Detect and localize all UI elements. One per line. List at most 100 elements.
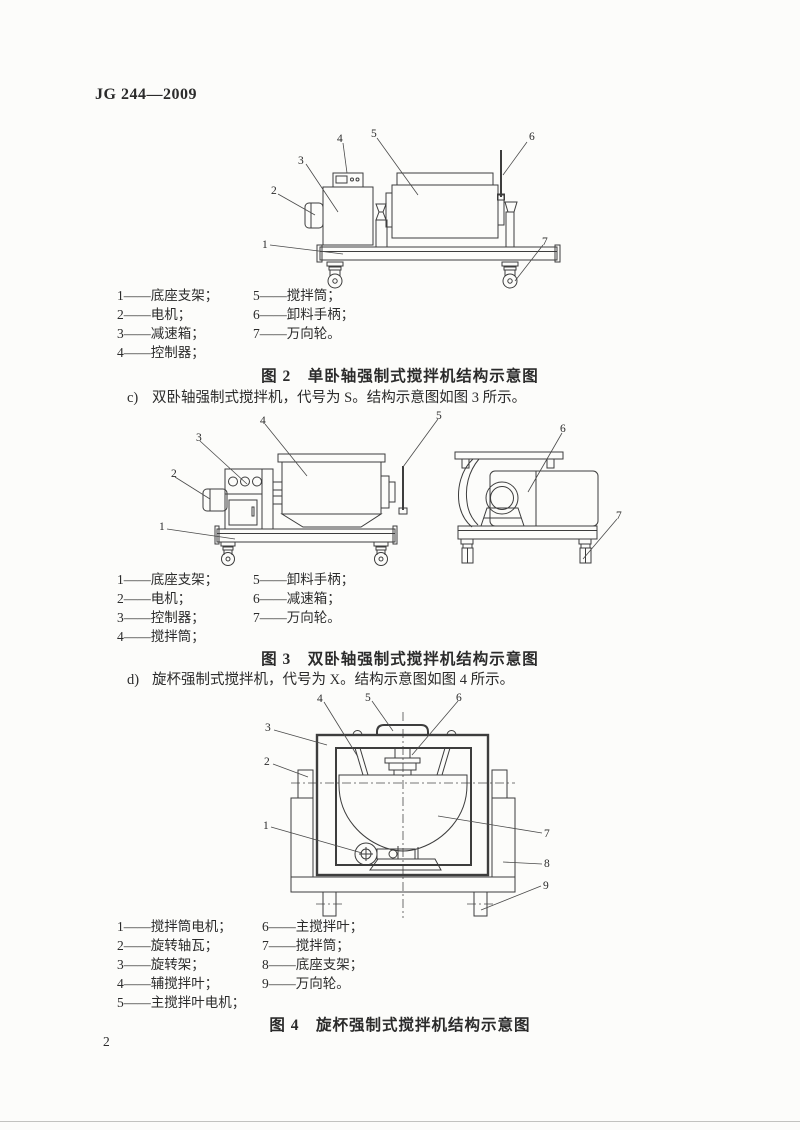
legend-item: 6——主搅拌叶； [262,919,364,934]
legend-item: 2——电机； [117,307,192,322]
figure3-legend-col1: 1——底座支架； 2——电机； 3——控制器； 4——搅拌筒； [117,570,218,646]
item-c-marker: c) [127,390,139,406]
shaft-coupling [375,203,388,248]
legend-item: 4——控制器； [117,345,205,360]
part-label-1: 1 [159,521,165,533]
base-support [290,876,516,893]
item-d-marker: d) [127,672,140,688]
legend-item: 7——万向轮。 [253,610,341,625]
bearing-column-left [290,769,314,878]
part-label-3: 3 [265,722,271,734]
legend-item: 4——搅拌筒； [117,629,205,644]
legend-item: 2——旋转轴瓦； [117,938,219,953]
pan-motor [354,842,416,866]
figure3-legend-col2: 5——卸料手柄； 6——减速箱； 7——万向轮。 [253,570,354,627]
part-label-5: 5 [436,410,442,422]
volute-housing [458,458,480,528]
part-label-7: 7 [616,510,622,522]
mixing-pan [338,774,468,852]
support-column-right [504,201,518,248]
wheel-left [316,891,343,917]
main-blade-shaft [384,748,421,775]
shaft-coupling [272,481,283,505]
caster-wheel-right [501,261,519,289]
leader-lines [269,137,544,282]
figure4-diagram: 1 2 3 4 5 6 7 8 9 [263,692,550,918]
auxiliary-blades [354,747,451,776]
part-label-2: 2 [171,468,177,480]
standard-number: JG 244—2009 [95,86,197,103]
scan-edge-line [0,1121,800,1122]
rotating-frame [315,730,490,877]
legend-item: 5——搅拌筒； [253,288,341,303]
figure3-caption: 图 3 双卧轴强制式搅拌机结构示意图 [261,651,539,668]
part-label-5: 5 [371,128,377,140]
mixing-trough [277,453,396,528]
legend-item: 2——电机； [117,591,192,606]
part-label-3: 3 [196,432,202,444]
legend-item: 4——辅搅拌叶； [117,976,219,991]
item-c-text: 双卧轴强制式搅拌机，代号为 S。结构示意图如图 3 所示。 [152,390,527,406]
page-number: 2 [103,1034,110,1049]
part-label-4: 4 [317,693,323,705]
legend-item: 3——控制器； [117,610,205,625]
part-label-6: 6 [529,131,535,143]
controller-cabinet [224,468,274,530]
figure2-legend-col2: 5——搅拌筒； 6——卸料手柄； 7——万向轮。 [253,286,354,343]
part-label-2: 2 [271,185,277,197]
motor [202,488,228,512]
part-label-7: 7 [542,236,548,248]
base-frame-right [457,525,598,540]
caster-wheel-right-view-right [578,538,592,564]
legend-item: 3——旋转架； [117,957,205,972]
figure3-diagram: 1 2 3 4 5 6 7 [159,410,622,566]
part-label-1: 1 [262,239,268,251]
legend-item: 1——搅拌筒电机； [117,919,232,934]
item-d-text: 旋杯强制式搅拌机，代号为 X。结构示意图如图 4 所示。 [152,672,515,688]
part-label-5: 5 [365,692,371,704]
legend-item: 1——底座支架； [117,288,219,303]
motor [304,202,324,229]
figure4-legend-col2: 6——主搅拌叶； 7——搅拌筒； 8——底座支架； 9——万向轮。 [262,917,363,993]
legend-item: 9——万向轮。 [262,976,350,991]
leader-lines [270,700,543,911]
figure2-diagram: 1 2 3 4 5 6 7 [262,128,561,289]
leader-lines [166,418,618,560]
figure2-legend-col1: 1——底座支架； 2——电机； 3——减速箱； 4——控制器； [117,286,218,362]
part-label-7: 7 [544,828,550,840]
reduction-gear-box [480,470,599,527]
wheel-right [467,891,494,917]
main-blade-motor [376,724,429,735]
part-label-6: 6 [560,423,566,435]
part-label-9: 9 [543,880,549,892]
part-label-4: 4 [337,133,343,145]
part-label-4: 4 [260,415,266,427]
legend-item: 3——减速箱； [117,326,205,341]
legend-item: 6——卸料手柄； [253,307,355,322]
list-item-d: d) 旋杯强制式搅拌机，代号为 X。结构示意图如图 4 所示。 [127,668,514,689]
controller-box [332,172,364,188]
legend-item: 7——搅拌筒； [262,938,350,953]
caster-wheel-mid [373,541,389,566]
part-label-2: 2 [264,756,270,768]
part-label-6: 6 [456,692,462,704]
figure4-legend-col1: 1——搅拌筒电机； 2——旋转轴瓦； 3——旋转架； 4——辅搅拌叶； 5——主… [117,917,245,1012]
caster-wheel-right-view-left [460,538,474,564]
caster-wheel-left [326,261,344,289]
base-frame [214,525,398,545]
legend-item: 1——底座支架； [117,572,219,587]
legend-item: 5——卸料手柄； [253,572,355,587]
pan-mount [369,846,442,871]
bearing-column-right [491,769,516,878]
discharge-handle [398,466,408,515]
mixing-drum [385,172,505,239]
gear-box [322,186,374,246]
legend-item: 6——减速箱； [253,591,341,606]
legend-item: 7——万向轮。 [253,326,341,341]
list-item-c: c) 双卧轴强制式搅拌机，代号为 S。结构示意图如图 3 所示。 [127,386,526,407]
part-label-8: 8 [544,858,550,870]
legend-item: 8——底座支架； [262,957,364,972]
legend-item: 5——主搅拌叶电机； [117,995,246,1010]
part-label-1: 1 [263,820,269,832]
